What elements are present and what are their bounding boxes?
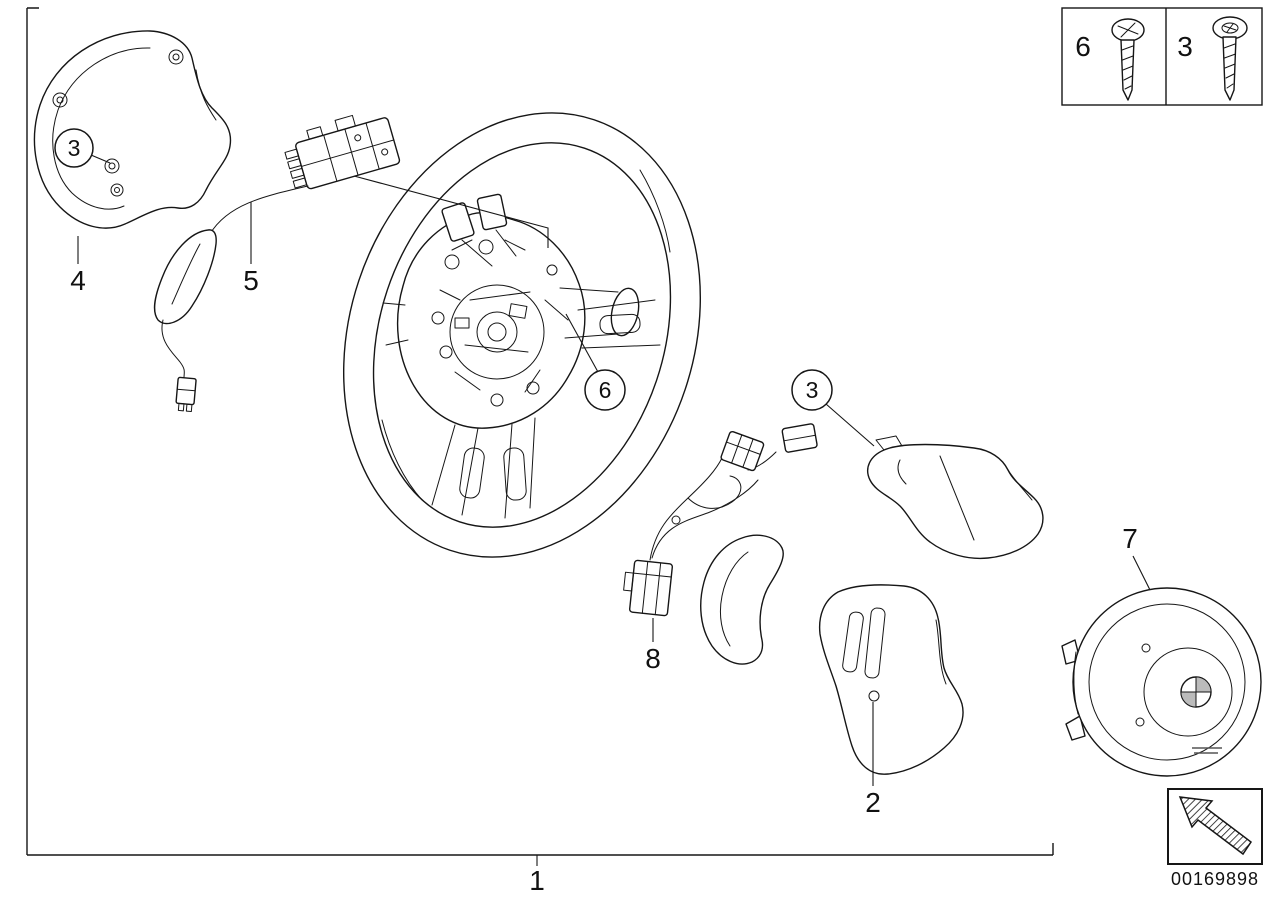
lower-trim-right: [818, 584, 964, 775]
svg-text:1: 1: [529, 865, 545, 896]
label-4: 4: [70, 236, 86, 296]
callout-6-center: 6: [565, 313, 626, 411]
svg-text:3: 3: [806, 377, 819, 403]
legend-number-3: 3: [1177, 31, 1193, 62]
embossed-label-mark: [1192, 747, 1222, 754]
label-2: 2: [865, 702, 881, 818]
wiring-harness: [623, 423, 818, 617]
label-7: 7: [1122, 523, 1151, 591]
screw-icon-6: [1111, 18, 1145, 101]
svg-text:4: 4: [70, 265, 86, 296]
svg-text:2: 2: [865, 787, 881, 818]
wire-clip: [671, 515, 681, 525]
screw-hole: [868, 690, 880, 702]
wire: [161, 319, 185, 379]
wire: [687, 475, 742, 509]
svg-text:6: 6: [599, 377, 612, 403]
screw-hole: [168, 49, 184, 65]
diagram-frame: [26, 7, 1054, 856]
callout-3-right: 3: [791, 369, 875, 447]
screw-icon-3: [1212, 16, 1248, 101]
switch-blanks: [441, 193, 517, 267]
screw-hole: [104, 158, 120, 174]
direction-arrow-icon: [1178, 796, 1253, 856]
label-5: 5: [243, 202, 259, 296]
harness-plug-b: [781, 423, 818, 453]
cover-housing: [33, 30, 232, 229]
svg-text:7: 7: [1122, 523, 1138, 554]
part-number: 00169898: [1171, 869, 1259, 889]
screw-legend-box: 6 3: [1061, 7, 1263, 106]
switch-module: [284, 114, 401, 190]
paddle-connector: [175, 376, 197, 413]
upper-trim: [866, 435, 1044, 560]
label-8: 8: [645, 618, 661, 674]
harness-connector: [623, 559, 674, 617]
svg-text:5: 5: [243, 265, 259, 296]
shift-switch-assembly: [153, 114, 549, 413]
steering-wheel: [342, 112, 702, 558]
callout-3-top-left: 3: [54, 128, 111, 168]
shift-paddle: [153, 229, 217, 325]
label-1: 1: [529, 855, 545, 896]
wheel-spokes: [382, 299, 661, 519]
legend-number-6: 6: [1075, 31, 1091, 62]
wire: [209, 185, 309, 235]
wire: [651, 479, 759, 559]
airbag-module: [1061, 587, 1262, 777]
wheel-hub: [396, 211, 586, 429]
wire: [649, 457, 723, 561]
svg-text:8: 8: [645, 643, 661, 674]
screw-hole: [52, 92, 68, 108]
bmw-roundel-icon: [1180, 676, 1212, 708]
steering-column-stub: [559, 287, 640, 339]
screw-hole: [110, 183, 124, 197]
leader-line: [353, 175, 549, 248]
svg-text:3: 3: [68, 135, 81, 161]
harness-plug-a: [720, 430, 765, 472]
lower-trim-left: [700, 534, 784, 665]
corner-logo-box: [1167, 788, 1263, 865]
